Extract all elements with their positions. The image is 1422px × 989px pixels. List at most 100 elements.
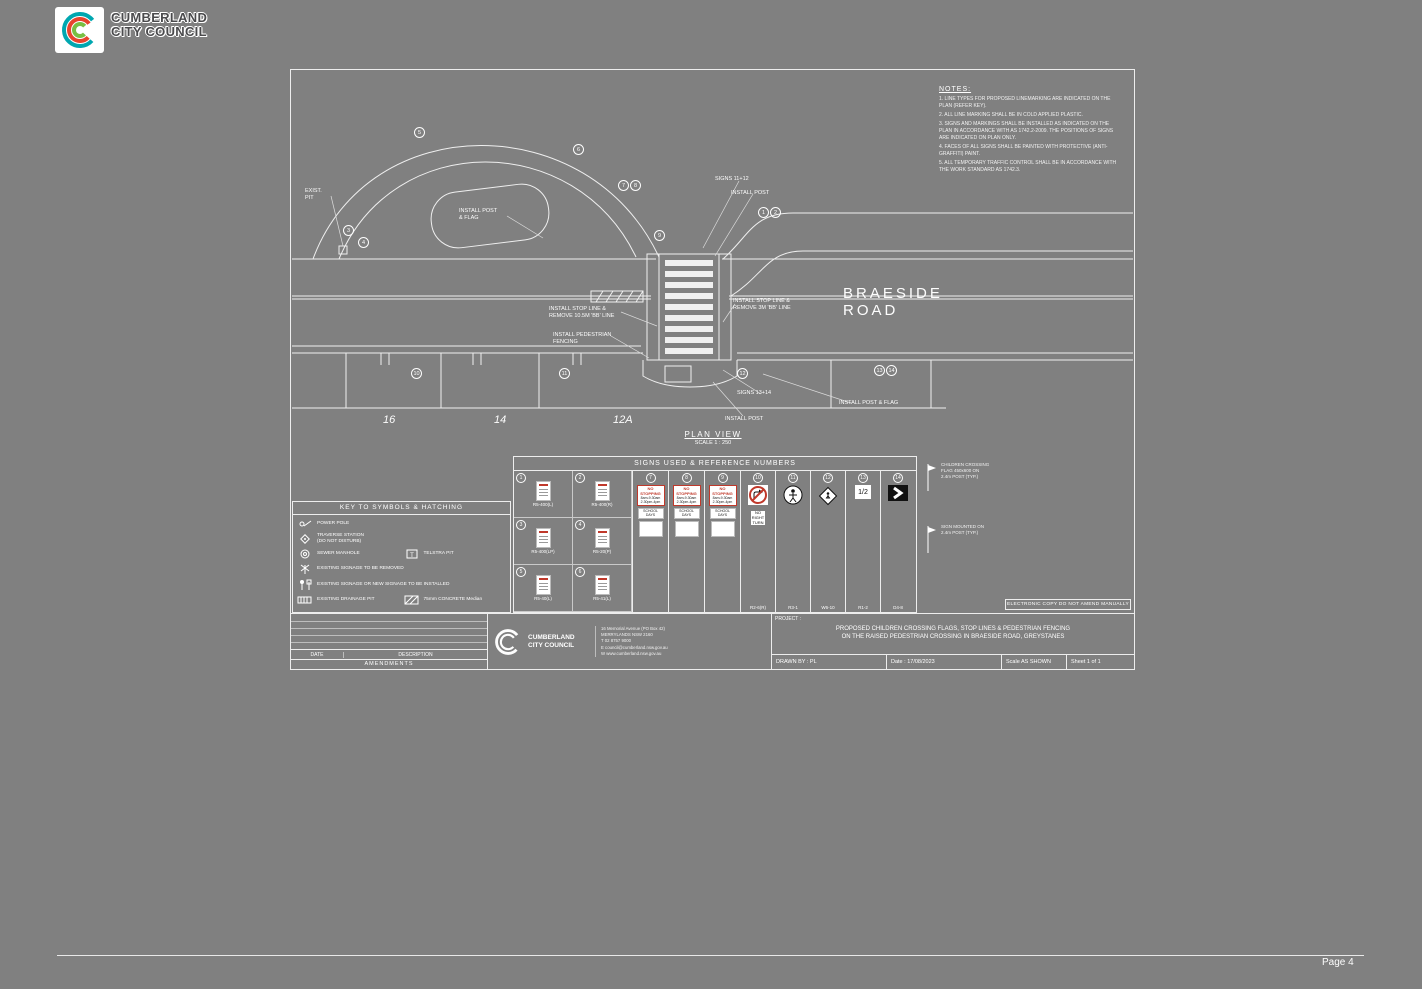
- school-days-plate: SCHOOL DAYS: [709, 508, 736, 519]
- sign-ref: R5-40(L): [534, 596, 552, 601]
- titleblock-bottom-row: DRAWN BY : PL Date : 17/08/2023 Scale AS…: [772, 654, 1134, 669]
- sewer-icon: [296, 549, 314, 559]
- reference-balloon: 5: [414, 127, 425, 138]
- plan-view-title: PLAN VIEW: [684, 430, 742, 439]
- reference-balloon: 8: [630, 180, 641, 191]
- reference-balloon: 10: [411, 368, 422, 379]
- council-name-line1: CUMBERLAND: [111, 10, 208, 25]
- notes-block: NOTES: 1. LINE TYPES FOR PROPOSED LINEMA…: [939, 86, 1123, 176]
- post-detail-line: 2.4m POST (TYP.): [941, 474, 979, 480]
- sign-number-badge: 6: [575, 567, 585, 577]
- reference-balloon: 13: [874, 365, 885, 376]
- amendment-row: [291, 642, 487, 649]
- flag-post-icon: [925, 462, 937, 494]
- concrete-icon: [403, 595, 421, 605]
- secondary-sign-icon: [638, 520, 663, 537]
- amendments-date-col: DATE: [291, 651, 344, 658]
- sign-number-badge: 11: [788, 473, 798, 483]
- electronic-copy-stamp: ELECTRONIC COPY DO NOT AMEND MANUALLY: [1005, 599, 1131, 610]
- notes-list: 1. LINE TYPES FOR PROPOSED LINEMARKING A…: [939, 96, 1123, 174]
- project-line1: PROPOSED CHILDREN CROSSING FLAGS, STOP L…: [835, 626, 1071, 632]
- sign-ref: R5-400(R): [591, 502, 613, 507]
- plan-annotation: INSTALL PEDESTRIAN FENCING: [553, 332, 612, 345]
- drawn-by-cell: DRAWN BY : PL: [772, 655, 887, 669]
- parking-sign-icon: [594, 481, 610, 501]
- note-item: 5. ALL TEMPORARY TRAFFIC CONTROL SHALL B…: [939, 160, 1117, 173]
- sign-number-badge: 2: [575, 473, 585, 483]
- reference-balloon: 9: [654, 230, 665, 241]
- no-stopping-title: NO STOPPING: [640, 486, 661, 496]
- sign-ref: R5-41(L): [593, 596, 611, 601]
- amendment-row: [291, 635, 487, 642]
- address-line: MERRYLANDS NSW 2160: [601, 632, 653, 638]
- titleblock-council-name: CUMBERLAND CITY COUNCIL: [528, 634, 590, 649]
- footer-divider: [57, 955, 1364, 956]
- sign-number-badge: 12: [823, 473, 833, 483]
- reference-balloon: 4: [358, 237, 369, 248]
- key-label: 75mm CONCRETE Median: [423, 596, 483, 602]
- plan-annotation: INSTALL POST & FLAG: [839, 400, 899, 406]
- secondary-sign-icon: [674, 520, 699, 537]
- address-line: E council@cumberland.nsw.gov.au: [601, 644, 668, 650]
- amendments-caption: AMENDMENTS: [291, 659, 487, 669]
- reference-balloon: 7: [618, 180, 629, 191]
- project-description: PROPOSED CHILDREN CROSSING FLAGS, STOP L…: [772, 625, 1134, 641]
- lot-number: 16: [383, 414, 396, 426]
- titleblock-council-line2: CITY COUNCIL: [528, 641, 575, 649]
- parking-sign-icon: [535, 528, 551, 548]
- titleblock-logo-icon: [495, 628, 521, 655]
- sign-ref: W6-10: [821, 605, 835, 610]
- note-item: 2. ALL LINE MARKING SHALL BE IN COLD APP…: [939, 112, 1083, 118]
- chevron-icon: [888, 485, 908, 506]
- post-detail-line: SIGN MOUNTED ON: [941, 524, 985, 530]
- sign-number-badge: 14: [893, 473, 903, 483]
- sign-ref: R5-400(LP): [531, 549, 555, 554]
- titleblock-project: PROJECT : PROPOSED CHILDREN CROSSING FLA…: [772, 614, 1134, 669]
- traverse-icon: [296, 533, 314, 544]
- amendments-header: DATE DESCRIPTION: [291, 649, 487, 659]
- scale-cell: Scale AS SHOWN: [1002, 655, 1067, 669]
- no-stopping-times: 8am-9.30am: [640, 496, 661, 501]
- council-name-line2: CITY COUNCIL: [111, 23, 207, 39]
- sign-ref: R3-1: [788, 605, 798, 610]
- svg-text:T: T: [410, 553, 414, 559]
- key-row: POWER POLE: [295, 517, 402, 531]
- key-row: TRAVERSE STATION (DO NOT DISTURB): [295, 531, 508, 547]
- council-name: CUMBERLAND CITY COUNCIL: [111, 11, 207, 53]
- sign-number-badge: 8: [681, 473, 692, 483]
- reference-balloon: 14: [886, 365, 897, 376]
- plan-annotation: INSTALL POST: [731, 190, 770, 196]
- key-row: EXISTING SIGNAGE TO BE REMOVED: [295, 561, 508, 577]
- key-label: EXISTING SIGNAGE OR NEW SIGNAGE TO BE IN…: [317, 581, 450, 587]
- address-line: 16 Memorial Avenue (PO Box 42): [601, 626, 665, 632]
- key-label: EXISTING DRAINAGE PIT: [317, 596, 375, 602]
- plan-annotation: INSTALL POST: [725, 416, 764, 422]
- page-number: Page 4: [1322, 957, 1354, 968]
- sign-number-badge: 13: [858, 473, 868, 483]
- amendments-panel: DATE DESCRIPTION AMENDMENTS: [291, 614, 488, 669]
- amendment-row: [291, 628, 487, 635]
- post-detail-line: FLAG 450x600 ON: [941, 468, 980, 474]
- signs-table-title: SIGNS USED & REFERENCE NUMBERS: [514, 457, 916, 471]
- reference-balloon: 6: [573, 144, 584, 155]
- council-logo: [55, 7, 104, 53]
- council-address: 16 Memorial Avenue (PO Box 42)MERRYLANDS…: [595, 626, 668, 657]
